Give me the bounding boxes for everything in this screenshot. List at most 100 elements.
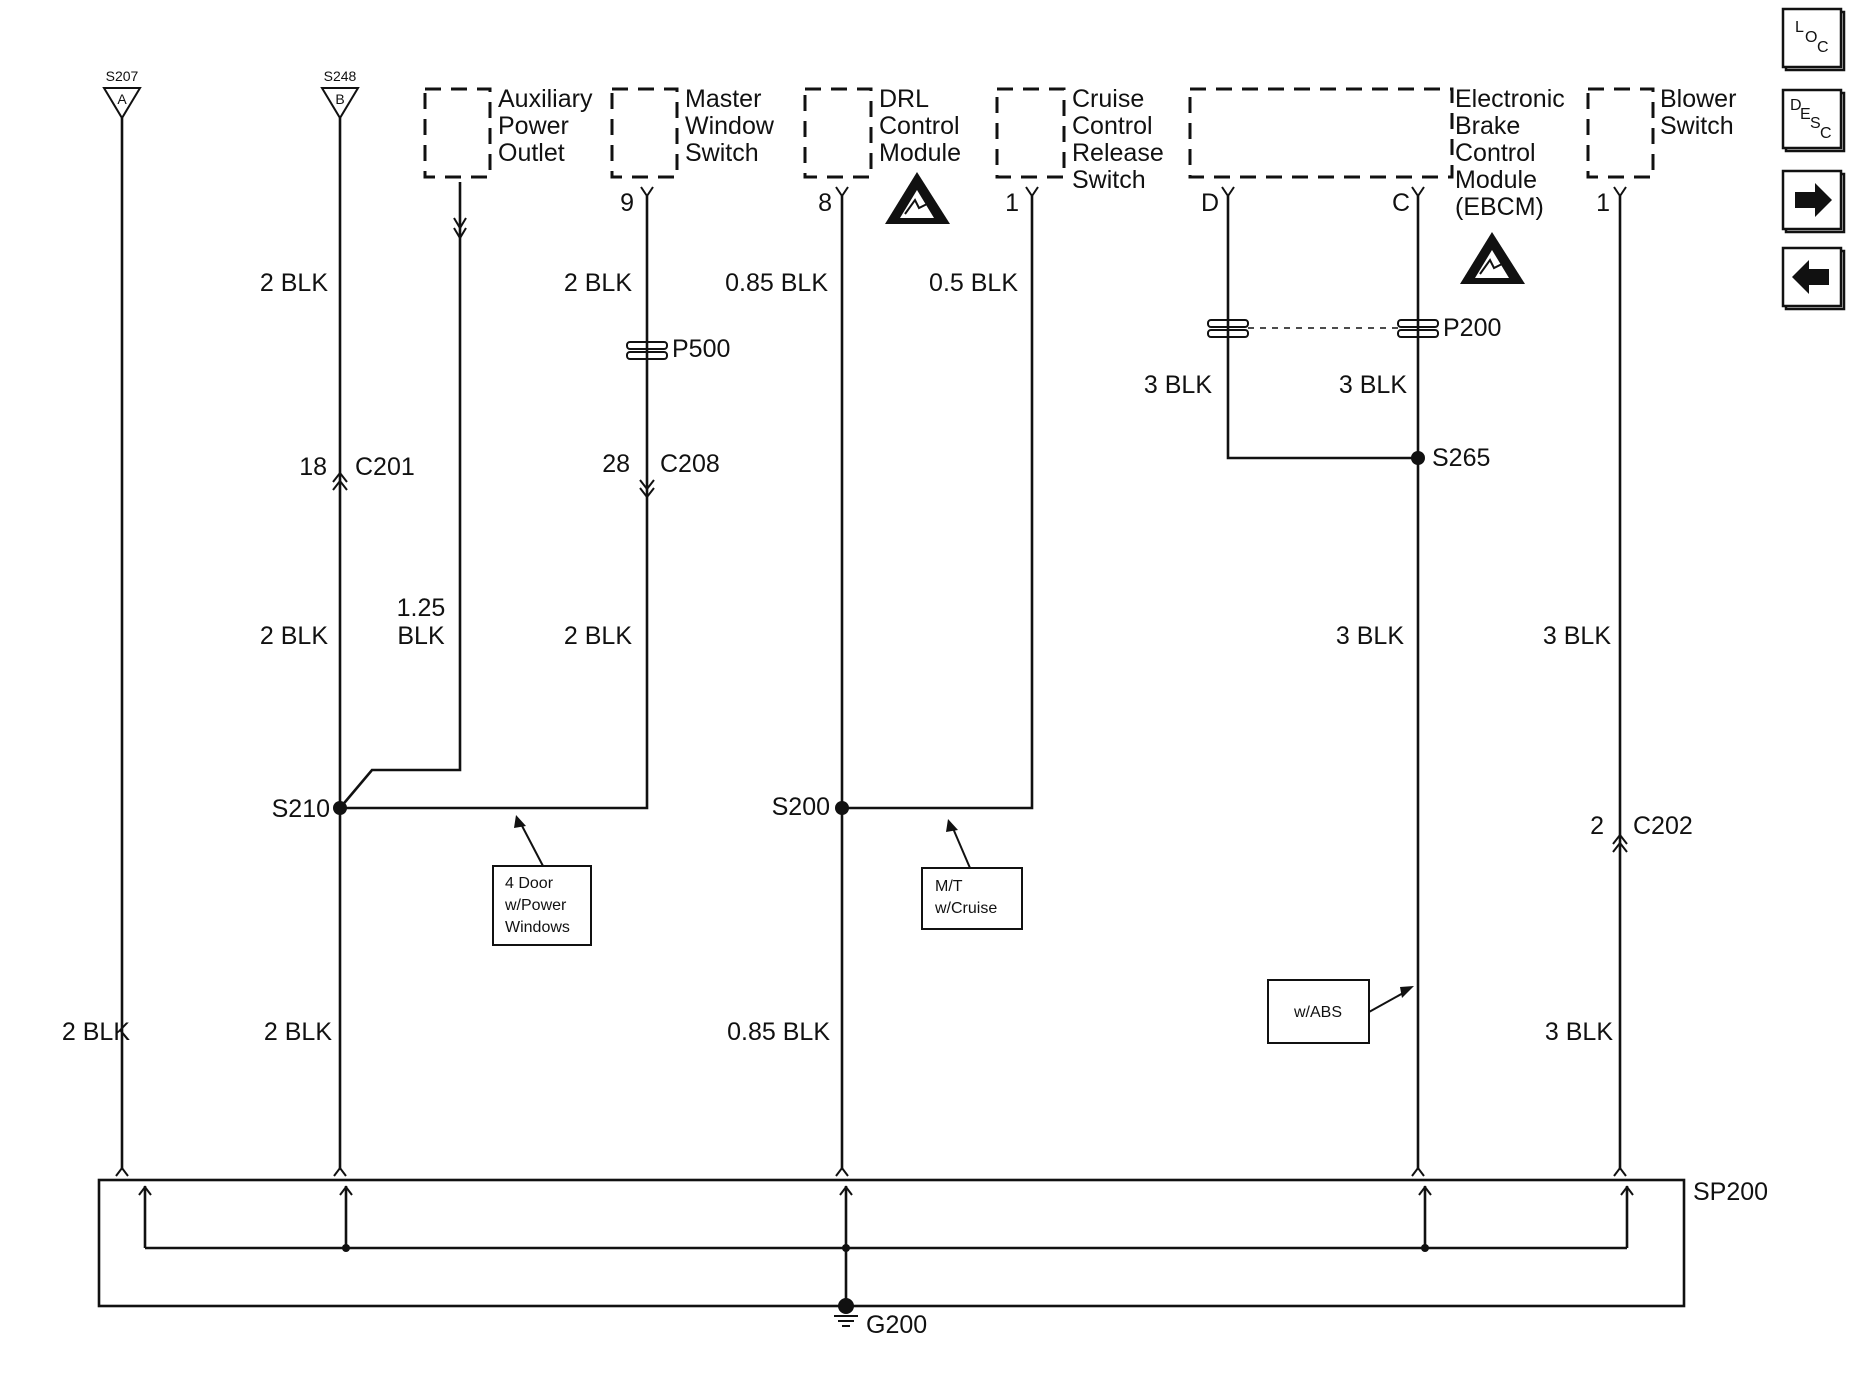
wire-label: 0.85 BLK	[725, 269, 828, 297]
note-line: Windows	[505, 919, 570, 936]
pin-mws: 9	[620, 189, 634, 217]
aux-label-3: Outlet	[498, 139, 565, 167]
component-drl-control-module: DRL Control Module	[803, 85, 961, 179]
next-page-button[interactable]	[1781, 169, 1846, 234]
splice-s265-label: S265	[1432, 444, 1490, 472]
desc-letter: D	[1790, 97, 1802, 114]
aux-label-2: Power	[498, 112, 569, 140]
ccr-label-4: Switch	[1072, 166, 1146, 194]
component-ebcm: Electronic Brake Control Module (EBCM)	[1188, 85, 1565, 221]
wire-label: 3 BLK	[1543, 622, 1611, 650]
desc-letter: S	[1810, 115, 1821, 132]
pin-blower: 1	[1596, 189, 1610, 217]
mws-label-1: Master	[685, 85, 761, 113]
loc-letter: C	[1817, 39, 1829, 56]
note-line: w/Power	[504, 897, 567, 914]
mws-label-3: Switch	[685, 139, 759, 167]
wire-label: 2 BLK	[264, 1018, 332, 1046]
note-with-abs: w/ABS	[1267, 979, 1414, 1044]
drl-label-3: Module	[879, 139, 961, 167]
arrow-right-icon	[1795, 183, 1832, 217]
blower-label-1: Blower	[1660, 85, 1736, 113]
sp200-label: SP200	[1693, 1178, 1768, 1206]
wire-label: 2 BLK	[564, 269, 632, 297]
splice-pack-sp200: SP200	[97, 1178, 1768, 1308]
pin-drl: 8	[818, 189, 832, 217]
pin-ebcm-c: C	[1392, 189, 1410, 217]
drl-label-2: Control	[879, 112, 960, 140]
connector-p500: P500	[626, 335, 730, 363]
ebcm-label-2: Brake	[1455, 112, 1520, 140]
ebcm-label-3: Control	[1455, 139, 1536, 167]
arrow-left-icon	[1792, 260, 1829, 294]
wire-label: 1.25	[397, 594, 446, 622]
component-aux-power-outlet: Auxiliary Power Outlet	[423, 85, 593, 179]
loc-letter: O	[1805, 29, 1817, 46]
blower-label-2: Switch	[1660, 112, 1734, 140]
ground-g200: G200	[834, 1248, 927, 1339]
note-4door-power-windows: 4 Door w/Power Windows	[492, 815, 592, 946]
ebcm-label-5: (EBCM)	[1455, 193, 1544, 221]
wire-label: 2 BLK	[260, 622, 328, 650]
wire-label: 2 BLK	[62, 1018, 130, 1046]
wire-label: 0.85 BLK	[727, 1018, 830, 1046]
c208-label: C208	[660, 450, 720, 478]
c202-pin: 2	[1590, 812, 1604, 840]
note-line: w/Cruise	[934, 900, 997, 917]
splice-s200-dot	[835, 801, 849, 815]
prev-page-button[interactable]	[1781, 246, 1846, 311]
g200-label: G200	[866, 1311, 927, 1339]
mws-label-2: Window	[685, 112, 775, 140]
esd-caution-icon	[1460, 232, 1525, 284]
p200-label: P200	[1443, 314, 1501, 342]
splice-s210-label: S210	[272, 795, 330, 823]
connector-c201: 18 C201	[299, 453, 415, 491]
desc-button[interactable]: D E S C	[1781, 88, 1846, 153]
splice-s207-letter: A	[117, 91, 127, 107]
splice-s248-ref: S248 B	[320, 68, 360, 120]
pin-ccr: 1	[1005, 189, 1019, 217]
wires	[120, 118, 1622, 1170]
c201-pin: 18	[299, 453, 327, 481]
connector-c202: 2 C202	[1590, 812, 1693, 853]
component-cruise-control-release-switch: Cruise Control Release Switch	[995, 85, 1164, 194]
note-mt-cruise: M/T w/Cruise	[921, 819, 1023, 930]
splice-s248-letter: B	[335, 91, 344, 107]
ebcm-label-4: Module	[1455, 166, 1537, 194]
loc-button[interactable]: L O C	[1781, 7, 1846, 72]
desc-letter: C	[1820, 125, 1832, 142]
loc-letter: L	[1795, 19, 1804, 36]
pin-ebcm-d: D	[1201, 189, 1219, 217]
wire-label: BLK	[397, 622, 445, 650]
splice-s265-dot	[1411, 451, 1425, 465]
connector-p200: P200	[1207, 314, 1501, 342]
wire-label: 0.5 BLK	[929, 269, 1018, 297]
wire-label: 3 BLK	[1545, 1018, 1613, 1046]
ccr-label-1: Cruise	[1072, 85, 1144, 113]
drl-label-1: DRL	[879, 85, 929, 113]
wire-label: 2 BLK	[564, 622, 632, 650]
note-line: 4 Door	[505, 875, 554, 892]
c208-pin: 28	[602, 450, 630, 478]
splice-s248-label: S248	[324, 68, 357, 84]
note-line: M/T	[935, 878, 963, 895]
component-blower-switch: Blower Switch	[1586, 85, 1736, 179]
component-master-window-switch: Master Window Switch	[610, 85, 775, 179]
connector-c208: 28 C208	[602, 450, 720, 499]
wire-label: 3 BLK	[1339, 371, 1407, 399]
splice-s207-label: S207	[106, 68, 139, 84]
splice-s210-dot	[333, 801, 347, 815]
wire-label: 2 BLK	[260, 269, 328, 297]
wire-label: 3 BLK	[1336, 622, 1404, 650]
splice-s200-label: S200	[772, 793, 830, 821]
note-line: w/ABS	[1293, 1004, 1342, 1021]
splice-pack-arrows	[115, 1166, 1634, 1252]
ccr-label-3: Release	[1072, 139, 1164, 167]
desc-letter: E	[1800, 106, 1811, 123]
p500-label: P500	[672, 335, 730, 363]
ebcm-label-1: Electronic	[1455, 85, 1565, 113]
c201-label: C201	[355, 453, 415, 481]
ccr-label-2: Control	[1072, 112, 1153, 140]
